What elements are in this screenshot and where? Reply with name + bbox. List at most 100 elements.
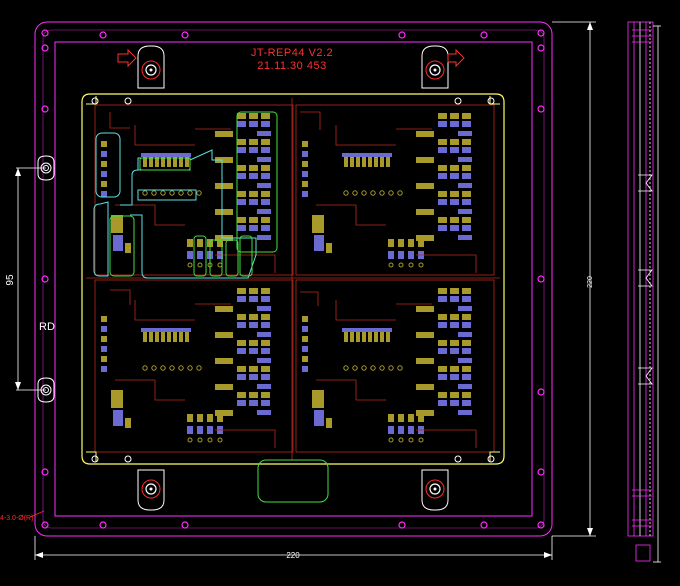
resistor-pad xyxy=(215,209,233,215)
ic-pad xyxy=(261,366,270,372)
via xyxy=(397,190,403,196)
header-pin xyxy=(161,157,165,167)
ic-pad xyxy=(261,139,270,145)
ic-pad xyxy=(462,165,471,171)
ic-pad xyxy=(261,288,270,294)
ic-pad xyxy=(249,366,258,372)
board-edge-pads xyxy=(91,97,495,463)
ic-pad xyxy=(438,113,447,119)
ic-body xyxy=(261,322,270,328)
capacitor xyxy=(257,306,271,311)
side-view-outline xyxy=(627,21,654,537)
capacitor xyxy=(257,183,271,188)
header-pin xyxy=(167,157,171,167)
via xyxy=(187,365,193,371)
capacitor xyxy=(458,358,472,363)
ic-body xyxy=(237,121,246,127)
left-component xyxy=(302,141,308,147)
via xyxy=(178,190,184,196)
ic-pad xyxy=(249,288,258,294)
via xyxy=(196,190,202,196)
left-component xyxy=(101,346,107,352)
ic-body xyxy=(237,374,246,380)
ic-body xyxy=(237,322,246,328)
ic-pad xyxy=(462,139,471,145)
ic-body xyxy=(237,348,246,354)
left-component xyxy=(302,326,308,332)
ic-pad xyxy=(462,366,471,372)
ic-pad xyxy=(237,165,246,171)
header-body xyxy=(342,328,392,332)
ic-body xyxy=(249,121,258,127)
ic-body xyxy=(438,322,447,328)
cluster-pad xyxy=(187,239,193,247)
left-component xyxy=(101,151,107,157)
regulator-pad xyxy=(111,215,123,233)
ic-pad xyxy=(438,366,447,372)
board-quadrant xyxy=(302,288,477,448)
left-component xyxy=(302,161,308,167)
ic-pad xyxy=(450,340,459,346)
resistor-pad xyxy=(416,209,434,215)
via xyxy=(361,190,367,196)
frame-inner xyxy=(54,41,533,517)
cluster-pad xyxy=(418,414,424,422)
cluster-pad xyxy=(207,414,213,422)
cluster-via xyxy=(187,262,193,268)
highlight-region-green xyxy=(109,111,278,277)
ic-body xyxy=(249,348,258,354)
ic-pad xyxy=(450,191,459,197)
ic-body xyxy=(438,173,447,179)
via xyxy=(169,365,175,371)
capacitor xyxy=(257,384,271,389)
ic-body xyxy=(249,374,258,380)
cluster-part xyxy=(408,251,414,259)
header-pin xyxy=(368,157,372,167)
cluster-part xyxy=(398,251,404,259)
resistor-pad xyxy=(416,235,434,241)
via xyxy=(388,190,394,196)
header-pin xyxy=(155,332,159,342)
board-name-label: JT-REP44 V2.2 xyxy=(251,47,333,59)
ic-pad xyxy=(237,340,246,346)
ic-body xyxy=(249,322,258,328)
ic-body xyxy=(249,199,258,205)
ic-body xyxy=(249,225,258,231)
mounting-post-bottom-left xyxy=(137,469,165,511)
ic-body xyxy=(438,348,447,354)
left-component xyxy=(302,346,308,352)
frame-mounting-holes xyxy=(41,29,545,529)
trace xyxy=(115,125,276,273)
regulator-cap xyxy=(125,418,131,428)
via xyxy=(178,365,184,371)
cluster-pad xyxy=(408,239,414,247)
cluster-pad xyxy=(418,239,424,247)
via xyxy=(151,190,157,196)
resistor-pad xyxy=(215,358,233,364)
orientation-arrow-icon xyxy=(117,48,137,68)
cluster-pad xyxy=(388,414,394,422)
ic-body xyxy=(438,121,447,127)
ic-body xyxy=(249,296,258,302)
via xyxy=(370,365,376,371)
hole-note-text: 4-3.0-Ø(R) xyxy=(0,515,33,522)
cluster-via xyxy=(398,437,404,443)
cluster-via xyxy=(217,262,223,268)
ic-body xyxy=(450,296,459,302)
regulator-cap xyxy=(326,243,332,253)
trace xyxy=(115,300,276,448)
cluster-pad xyxy=(398,239,404,247)
header-pin xyxy=(149,157,153,167)
cluster-part xyxy=(197,426,203,434)
ic-body xyxy=(237,225,246,231)
ic-pad xyxy=(438,165,447,171)
resistor-pad xyxy=(416,358,434,364)
cluster-part xyxy=(207,426,213,434)
board-quadrant xyxy=(101,113,276,273)
left-component xyxy=(302,171,308,177)
ic-pad xyxy=(450,139,459,145)
cluster-part xyxy=(408,426,414,434)
ic-pad xyxy=(261,217,270,223)
header-pin xyxy=(386,157,390,167)
mounting-post-bottom-right xyxy=(421,469,449,511)
